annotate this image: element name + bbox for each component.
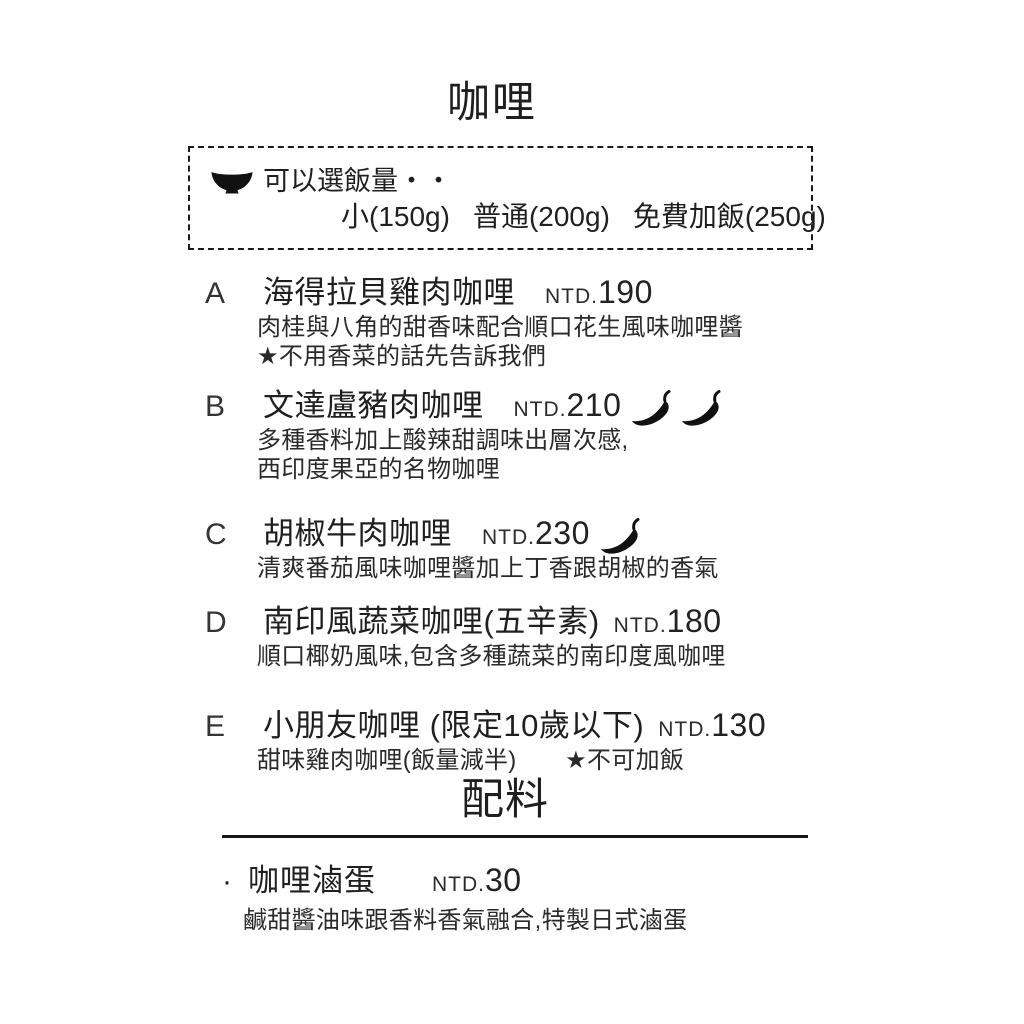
item-description: 鹹甜醬油味跟香料香氣融合,特製日式滷蛋: [243, 907, 688, 934]
menu-item-d: D 南印風蔬菜咖哩(五辛素) NTD.180 順口椰奶風味,包含多種蔬菜的南印度…: [205, 603, 905, 671]
rice-option-small: 小(150g): [341, 201, 450, 232]
page-title: 咖哩: [447, 79, 537, 127]
bullet-dot: ·: [222, 865, 232, 898]
currency-prefix: NTD.: [658, 718, 712, 741]
price-amount: 180: [666, 603, 722, 639]
rice-size-note-box: 可以選飯量・・ 小(150g) 普通(200g) 免費加飯(250g): [188, 146, 826, 250]
rice-size-options: 小(150g) 普通(200g) 免費加飯(250g): [341, 203, 826, 231]
item-letter: A: [205, 277, 226, 310]
currency-prefix: NTD.: [432, 873, 485, 896]
item-description: 順口椰奶風味,包含多種蔬菜的南印度風咖哩: [257, 643, 726, 670]
item-name: 小朋友咖哩 (限定10歲以下): [263, 708, 645, 743]
menu-item-header: B 文達盧豬肉咖哩 NTD.210: [205, 387, 905, 426]
currency-prefix: NTD.: [513, 398, 567, 421]
sides-section-title: 配料: [461, 776, 549, 824]
item-letter: D: [205, 606, 227, 639]
menu-item-b: B 文達盧豬肉咖哩 NTD.210 多種香料加上酸辣甜調味出層次感, 西印度果亞…: [205, 387, 905, 484]
item-name: 文達盧豬肉咖哩: [263, 388, 484, 423]
item-description: 肉桂與八角的甜香味配合順口花生風味咖哩醬: [257, 314, 743, 341]
section-divider: [222, 835, 808, 838]
chili-icon: [682, 389, 721, 426]
item-name: 胡椒牛肉咖哩: [263, 516, 452, 551]
item-price: NTD.210: [514, 387, 622, 424]
chili-icon: [632, 389, 671, 426]
item-name: 海得拉貝雞肉咖哩: [263, 275, 515, 310]
price-amount: 130: [711, 707, 767, 743]
price-amount: 210: [566, 387, 622, 423]
item-price: NTD.130: [658, 707, 766, 744]
price-amount: 230: [535, 515, 590, 551]
item-letter: E: [205, 710, 226, 743]
item-price: NTD.230: [482, 515, 590, 552]
item-name: 咖哩滷蛋: [248, 863, 376, 898]
menu-item-a: A 海得拉貝雞肉咖哩 NTD.190 肉桂與八角的甜香味配合順口花生風味咖哩醬 …: [205, 274, 905, 371]
rice-size-label: 可以選飯量・・: [263, 166, 452, 196]
menu-item-header: A 海得拉貝雞肉咖哩 NTD.190: [205, 274, 905, 313]
rice-option-regular: 普通(200g): [472, 201, 610, 232]
item-price: NTD.30: [432, 862, 522, 899]
item-price: NTD.180: [614, 603, 722, 640]
item-price: NTD.190: [545, 274, 653, 311]
price-amount: 30: [485, 862, 522, 898]
item-description: 清爽番茄風味咖哩醬加上丁香跟胡椒的香氣: [257, 555, 719, 582]
rice-option-free-extra: 免費加飯(250g): [632, 201, 826, 232]
rice-bowl-icon: [211, 172, 253, 194]
item-note: ★不用香菜的話先告訴我們: [257, 343, 547, 370]
spice-level: [631, 389, 727, 428]
side-item-header: · 咖哩滷蛋 NTD.30: [222, 862, 922, 900]
item-letter: C: [205, 518, 227, 551]
menu-item-e: E 小朋友咖哩 (限定10歲以下) NTD.130 甜味雞肉咖哩(飯量減半) ★…: [205, 707, 905, 775]
currency-prefix: NTD.: [613, 614, 667, 637]
rice-size-note-row: 可以選飯量・・: [210, 168, 452, 195]
menu-item-header: D 南印風蔬菜咖哩(五辛素) NTD.180: [205, 603, 905, 642]
item-letter: B: [205, 390, 226, 423]
menu-item-header: C 胡椒牛肉咖哩 NTD.230: [205, 515, 905, 554]
item-description: 西印度果亞的名物咖哩: [257, 456, 500, 483]
menu-item-header: E 小朋友咖哩 (限定10歲以下) NTD.130: [205, 707, 905, 746]
currency-prefix: NTD.: [482, 526, 535, 549]
currency-prefix: NTD.: [545, 285, 598, 308]
item-name: 南印風蔬菜咖哩(五辛素): [263, 604, 600, 639]
chili-icon: [600, 517, 640, 554]
item-description: 甜味雞肉咖哩(飯量減半) ★不可加飯: [257, 747, 685, 774]
side-item-egg: · 咖哩滷蛋 NTD.30 鹹甜醬油味跟香料香氣融合,特製日式滷蛋: [222, 862, 922, 935]
item-description: 多種香料加上酸辣甜調味出層次感,: [257, 427, 629, 454]
price-amount: 190: [598, 274, 653, 310]
spice-level: [600, 517, 646, 556]
menu-item-c: C 胡椒牛肉咖哩 NTD.230 清爽番茄風味咖哩醬加上丁香跟胡椒的香氣: [205, 515, 905, 583]
